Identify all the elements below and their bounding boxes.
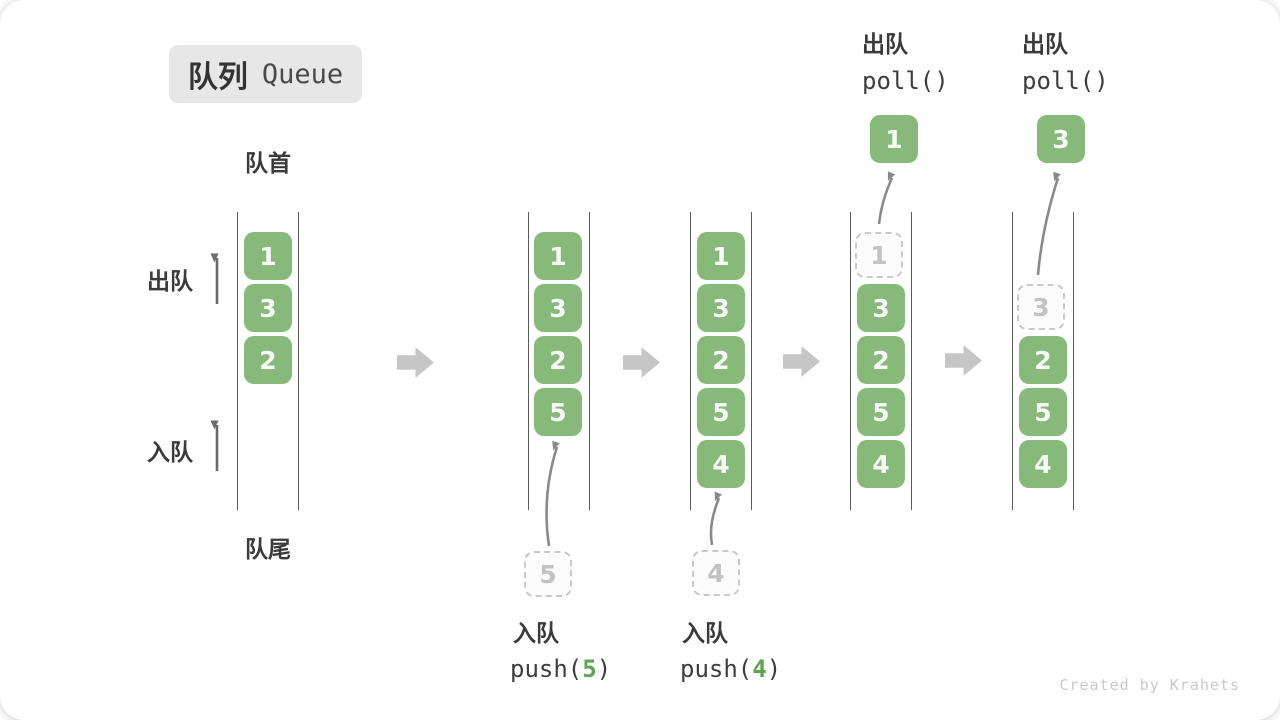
queue-cell: 1 (697, 232, 745, 280)
queue-walls-1 (237, 212, 299, 510)
queue-walls-4 (850, 212, 912, 510)
title-badge: 队列 Queue (169, 45, 362, 103)
code-text: ) (766, 655, 782, 683)
queue-cell: 3 (697, 284, 745, 332)
stage-arrow-icon (623, 347, 660, 378)
enqueue-side-label: 入队 (147, 439, 193, 465)
code-text: push( (680, 655, 753, 683)
push-code-label: push(5) (510, 657, 611, 681)
queue-cell: 2 (857, 336, 905, 384)
queue-cell: 5 (697, 388, 745, 436)
queue-front-label: 队首 (245, 150, 291, 176)
queue-walls-2 (528, 212, 590, 510)
queue-walls-5 (1012, 212, 1074, 510)
staging-ghost-cell: 4 (692, 550, 740, 596)
queue-cell: 2 (1019, 336, 1067, 384)
stage-arrow-icon (783, 346, 820, 377)
code-text: ) (596, 655, 612, 683)
watermark: Created by Krahets (1059, 676, 1240, 694)
stage-arrow-icon (945, 345, 982, 376)
popped-cell: 1 (870, 115, 918, 163)
code-arg: 5 (582, 655, 597, 683)
poll-code-label: poll() (862, 67, 949, 95)
dequeue-op-label: 出队 (862, 31, 908, 57)
queue-cell: 4 (1019, 440, 1067, 488)
queue-cell: 2 (697, 336, 745, 384)
queue-cell: 3 (857, 284, 905, 332)
queue-cell: 4 (697, 440, 745, 488)
polled-ghost-cell: 1 (855, 232, 903, 278)
queue-cell: 5 (857, 388, 905, 436)
title-en: Queue (261, 58, 344, 90)
poll-code-label: poll() (1022, 67, 1109, 95)
queue-cell: 4 (857, 440, 905, 488)
popped-cell: 3 (1037, 115, 1085, 163)
enqueue-op-label: 入队 (513, 620, 559, 646)
code-text: push( (510, 655, 583, 683)
queue-cell: 3 (534, 284, 582, 332)
queue-walls-3 (690, 212, 752, 510)
title-zh: 队列 (187, 61, 248, 94)
polled-ghost-cell: 3 (1017, 284, 1065, 330)
dequeue-side-label: 出队 (147, 268, 193, 294)
push-code-label: push(4) (680, 657, 781, 681)
queue-cell: 1 (534, 232, 582, 280)
staging-ghost-cell: 5 (524, 551, 572, 597)
stage-arrow-icon (397, 347, 434, 378)
queue-cell: 2 (534, 336, 582, 384)
code-arg: 4 (752, 655, 767, 683)
dequeue-op-label: 出队 (1022, 31, 1068, 57)
queue-cell: 5 (534, 388, 582, 436)
queue-cell: 3 (244, 284, 292, 332)
queue-cell: 2 (244, 336, 292, 384)
queue-cell: 5 (1019, 388, 1067, 436)
enqueue-op-label: 入队 (682, 620, 728, 646)
queue-cell: 1 (244, 232, 292, 280)
queue-rear-label: 队尾 (245, 536, 291, 562)
